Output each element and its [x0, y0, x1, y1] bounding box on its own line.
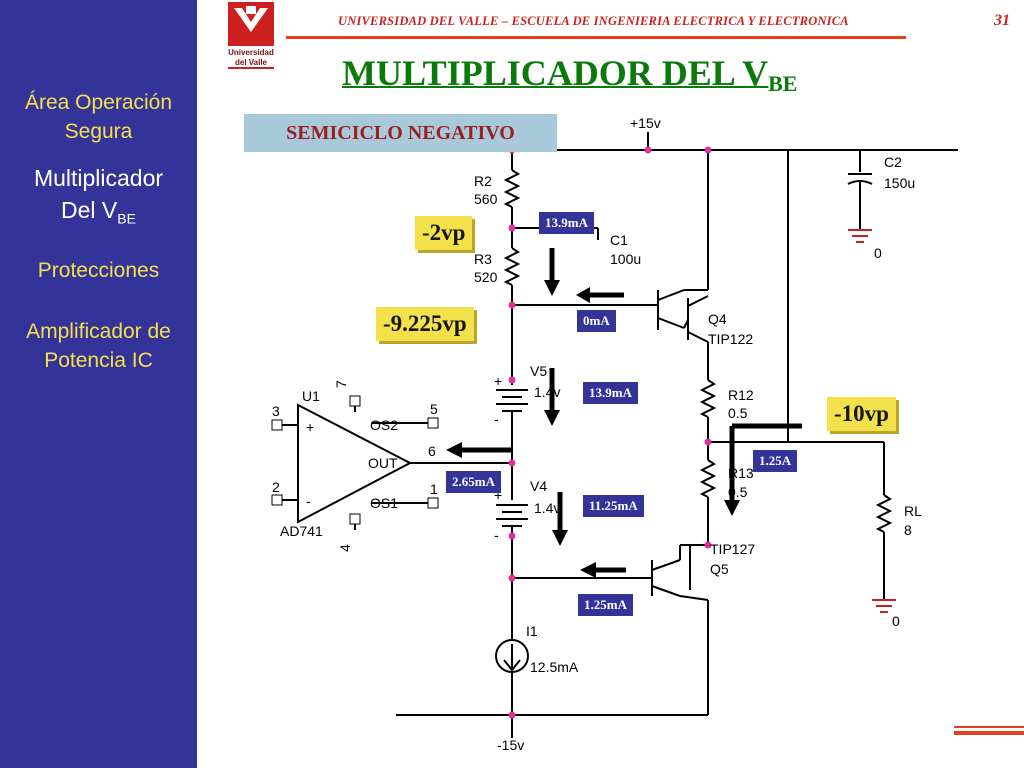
v5-name: V5 — [530, 363, 547, 379]
v4-name: V4 — [530, 478, 547, 494]
nav-label-line1: Amplificador de — [26, 320, 171, 343]
q4-part: TIP122 — [708, 331, 753, 347]
u1-name: U1 — [302, 388, 320, 404]
c2-value: 150u — [884, 175, 915, 191]
nav-item-multiplicador-vbe[interactable]: Multiplicador Del VBE — [0, 162, 197, 235]
voltage-tag-v1: -2vp — [415, 216, 473, 250]
header-divider — [286, 36, 906, 39]
v4-plus: + — [494, 487, 502, 503]
r2-value: 560 — [474, 191, 498, 207]
out-label: OUT — [368, 455, 398, 471]
c1-name: C1 — [610, 232, 628, 248]
v5-minus: - — [494, 411, 499, 427]
rl-value: 8 — [904, 522, 912, 538]
i1-value: 12.5mA — [530, 659, 579, 675]
nav-label-line2: Segura — [64, 120, 133, 143]
c1-value: 100u — [610, 251, 641, 267]
current-tag-v4: 11.25mA — [583, 495, 644, 517]
os1-label: OS1 — [370, 495, 398, 511]
c2-name: C2 — [884, 154, 902, 170]
logo-text-1: Universidad — [228, 48, 274, 57]
semiciclo-label: SEMICICLO NEGATIVO — [244, 114, 557, 152]
nav-label-line2: Potencia IC — [44, 349, 153, 372]
r3-value: 520 — [474, 269, 498, 285]
i1-name: I1 — [526, 623, 538, 639]
current-tag-opamp-out: 2.65mA — [446, 471, 501, 493]
current-tag-r12: 1.25A — [753, 450, 798, 472]
r13-name: R13 — [728, 465, 754, 481]
nav-label-line2: Del V — [61, 197, 118, 223]
c2-ground: 0 — [874, 245, 882, 261]
r12-name: R12 — [728, 387, 754, 403]
university-logo: Universidad del Valle — [228, 2, 274, 69]
q4-name: Q4 — [708, 311, 727, 327]
current-tag-v5: 13.9mA — [583, 382, 638, 404]
nav-label-sub: BE — [117, 210, 136, 227]
logo-text-2: del Valle — [235, 58, 268, 67]
vplus-label: +15v — [630, 115, 661, 131]
vminus-label: -15v — [497, 737, 524, 753]
sidebar-nav: Área Operación Segura Multiplicador Del … — [0, 0, 197, 768]
q5-name: Q5 — [710, 561, 729, 577]
os2-label: OS2 — [370, 417, 398, 433]
pin7-label: 7 — [333, 380, 349, 388]
nav-label-line1: Protecciones — [37, 259, 160, 282]
r12-value: 0.5 — [728, 405, 748, 421]
page-title: MULTIPLICADOR DEL VBE — [342, 52, 797, 97]
rl-name: RL — [904, 503, 922, 519]
r2-name: R2 — [474, 173, 492, 189]
r3-name: R3 — [474, 251, 492, 267]
nav-label-line1: Multiplicador — [33, 165, 164, 191]
header-title: UNIVERSIDAD DEL VALLE – ESCUELA DE INGEN… — [338, 14, 849, 28]
nav-item-protecciones[interactable]: Protecciones — [0, 256, 197, 285]
page-number: 31 — [994, 12, 1010, 29]
title-main: MULTIPLICADOR DEL V — [342, 53, 769, 93]
nav-label-line1: Área Operación — [24, 91, 173, 114]
opamp-plus: + — [306, 419, 314, 435]
v5-value: 1.4v — [534, 384, 560, 400]
pin1-label: 1 — [430, 481, 438, 497]
title-sub: BE — [768, 71, 798, 96]
rl-ground: 0 — [892, 613, 900, 629]
current-tag-q4-base: 0mA — [577, 310, 616, 332]
nav-item-area-operacion-segura[interactable]: Área Operación Segura — [0, 88, 197, 146]
current-tag-q5-base: 1.25mA — [578, 594, 633, 616]
r13-value: 0.5 — [728, 484, 748, 500]
voltage-tag-v3: -10vp — [827, 397, 896, 431]
pin4-label: 4 — [337, 544, 353, 552]
v4-minus: - — [494, 527, 499, 543]
pin6-label: 6 — [428, 443, 436, 459]
pin3-label: 3 — [272, 403, 280, 419]
nav-item-amplificador-potencia[interactable]: Amplificador de Potencia IC — [0, 317, 197, 375]
voltage-tag-v2: -9.225vp — [376, 307, 474, 341]
pin5-label: 5 — [430, 401, 438, 417]
pin2-label: 2 — [272, 479, 280, 495]
corner-decoration — [954, 726, 1024, 735]
opamp-minus: - — [306, 493, 311, 509]
u1-part: AD741 — [280, 523, 323, 539]
v4-value: 1.4v — [534, 500, 560, 516]
q5-part: TIP127 — [710, 541, 755, 557]
current-tag-r2: 13.9mA — [539, 212, 594, 234]
v5-plus: + — [494, 373, 502, 389]
